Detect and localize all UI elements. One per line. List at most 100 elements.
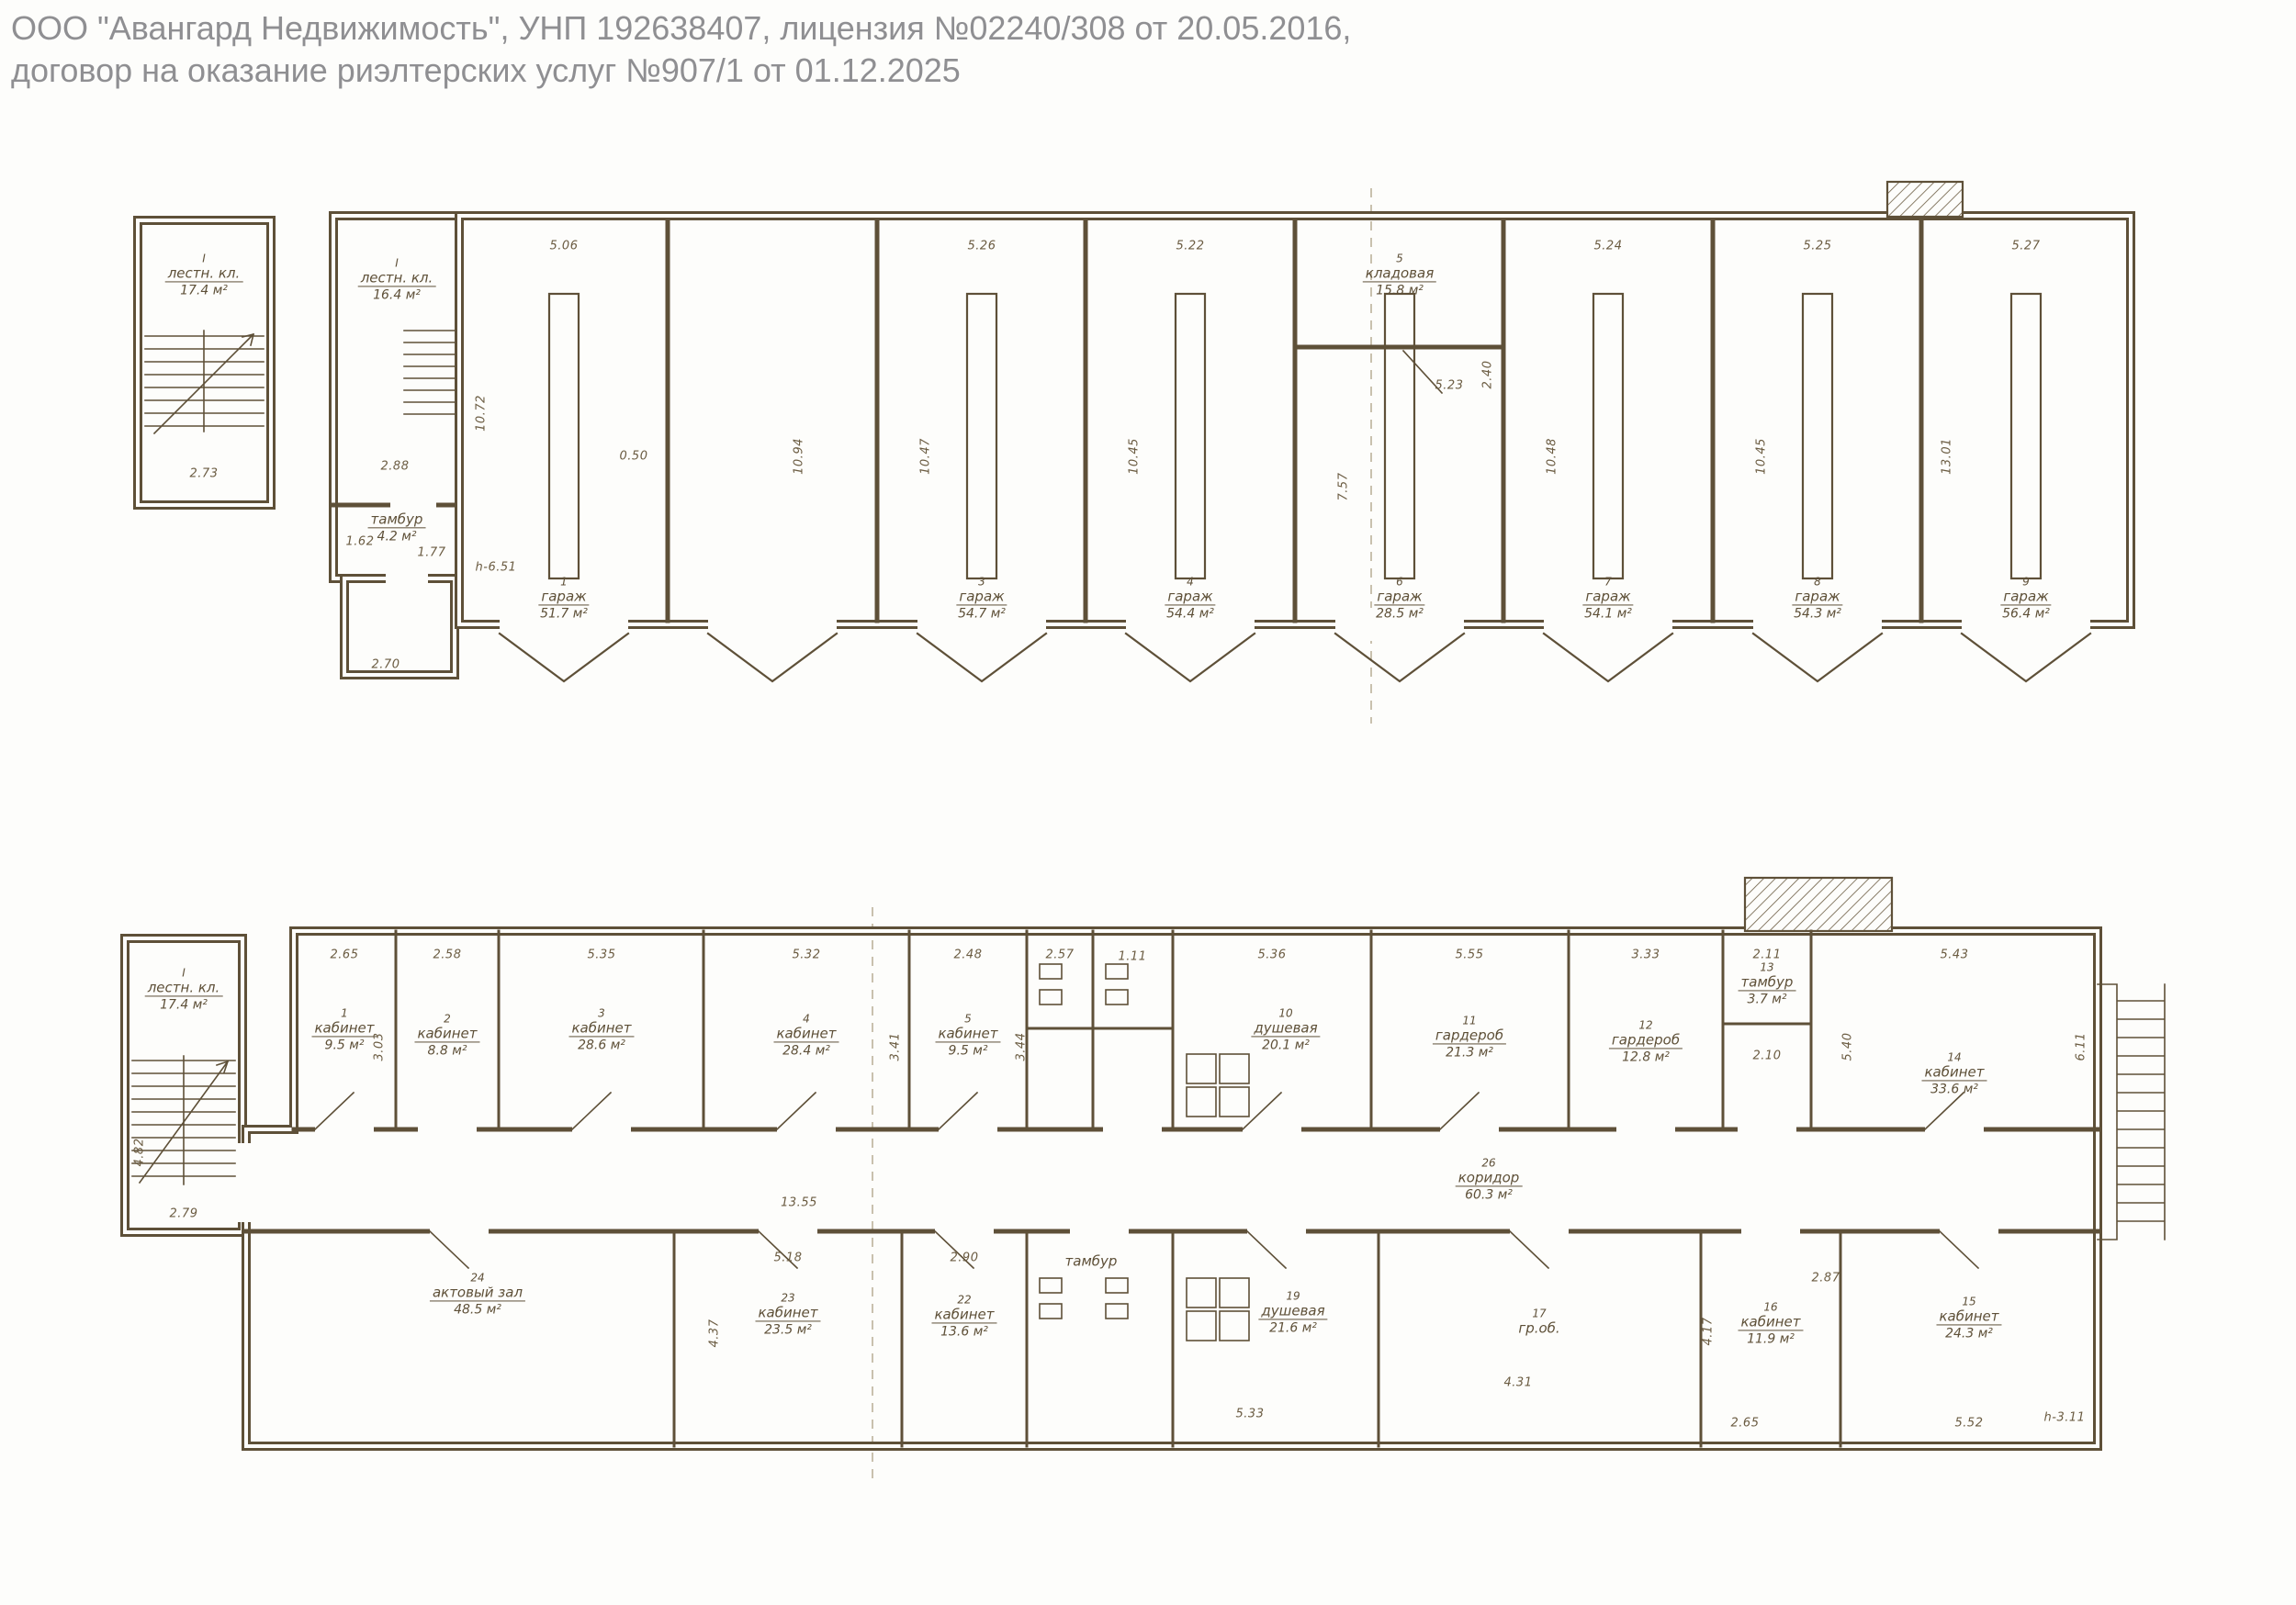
shower-stall: [1219, 1053, 1250, 1084]
dimension-label: 5.55: [1455, 948, 1484, 962]
garage-pit: [965, 292, 998, 580]
dimension-label: 5.23: [1435, 378, 1464, 393]
dimension-label: 2.73: [189, 466, 219, 481]
dimension-label: 2.11: [1752, 948, 1782, 962]
document-header: ООО "Авангард Недвижимость", УНП 1926384…: [11, 7, 1351, 92]
dimension-label: h-3.11: [2043, 1410, 2086, 1425]
dimension-label: 5.27: [2011, 239, 2041, 253]
dimension-label: 3.44: [1014, 1032, 1029, 1061]
dimension-label: 13.55: [781, 1195, 817, 1210]
bay-partition-walls: [665, 218, 1924, 623]
dimension-label: 5.52: [1954, 1416, 1984, 1431]
dimension-label: 10.94: [792, 438, 806, 475]
dimension-label: 5.18: [773, 1251, 803, 1265]
dimension-label: 10.48: [1545, 438, 1559, 475]
wc-fixture: [1039, 989, 1063, 1005]
dimension-label: 2.57: [1045, 948, 1075, 962]
dimension-label: 10.72: [474, 395, 489, 432]
dimension-label: 2.58: [433, 948, 462, 962]
garage-pit: [1174, 292, 1207, 580]
dimension-label: 6.11: [2074, 1032, 2088, 1061]
dimension-label: h-6.51: [475, 560, 517, 575]
dimension-label: 13.01: [1940, 438, 1954, 475]
dimension-label: 3.41: [888, 1032, 903, 1061]
header-line-1: ООО "Авангард Недвижимость", УНП 1926384…: [11, 9, 1352, 47]
dimension-label: 5.06: [549, 239, 579, 253]
dimension-label: 5.25: [1803, 239, 1832, 253]
upper-floor-plan: [133, 180, 2135, 683]
wc-fixture: [1105, 989, 1129, 1005]
dimension-label: 10.47: [918, 438, 933, 475]
dimension-label: 2.40: [1480, 360, 1495, 389]
entrance-steps: [1885, 180, 1964, 219]
dimension-label: 4.31: [1503, 1375, 1533, 1390]
dimension-label: 2.65: [1730, 1416, 1760, 1431]
dimension-label: 5.43: [1940, 948, 1969, 962]
fire-escape-ladder: [2097, 983, 2166, 1240]
dimension-label: 2.79: [169, 1207, 198, 1221]
dimension-label: 4.17: [1701, 1317, 1716, 1346]
dimension-label: 2.90: [950, 1251, 979, 1265]
dimension-label: 2.88: [380, 459, 410, 474]
dimension-label: 1.62: [345, 534, 375, 549]
partition-walls-top-row: [394, 929, 1813, 1131]
shower-stall: [1219, 1086, 1250, 1117]
shower-stall: [1186, 1310, 1217, 1341]
dimension-label: 0.50: [619, 449, 648, 464]
dimension-label: 5.24: [1593, 239, 1623, 253]
wc-fixture: [1105, 963, 1129, 980]
dimension-label: 5.26: [967, 239, 996, 253]
shower-stall: [1186, 1086, 1217, 1117]
stair-treads: [403, 330, 457, 415]
wc-fixture: [1039, 963, 1063, 980]
dimension-label: 2.87: [1811, 1271, 1840, 1285]
shower-stall: [1219, 1277, 1250, 1308]
partition-walls-bottom-row: [672, 1229, 1842, 1448]
wc-fixture: [1039, 1277, 1063, 1294]
room-label: тамбур: [1064, 1252, 1118, 1270]
door-leaves: [313, 1091, 1980, 1270]
dimension-label: 2.70: [371, 657, 400, 672]
dimension-label: 2.10: [1752, 1049, 1782, 1063]
dimension-label: 1.77: [417, 545, 446, 560]
garage-pit: [1383, 292, 1416, 580]
dimension-label: 5.32: [792, 948, 821, 962]
shower-stall: [1219, 1310, 1250, 1341]
wc-fixture: [1105, 1277, 1129, 1294]
stair-arrow: [138, 1060, 230, 1184]
wc-fixture: [1039, 1303, 1063, 1319]
header-line-2: договор на оказание риэлтерских услуг №9…: [11, 51, 961, 90]
dimension-label: 5.33: [1235, 1407, 1265, 1421]
dimension-label: 10.45: [1754, 438, 1769, 475]
garage-pit: [1801, 292, 1834, 580]
